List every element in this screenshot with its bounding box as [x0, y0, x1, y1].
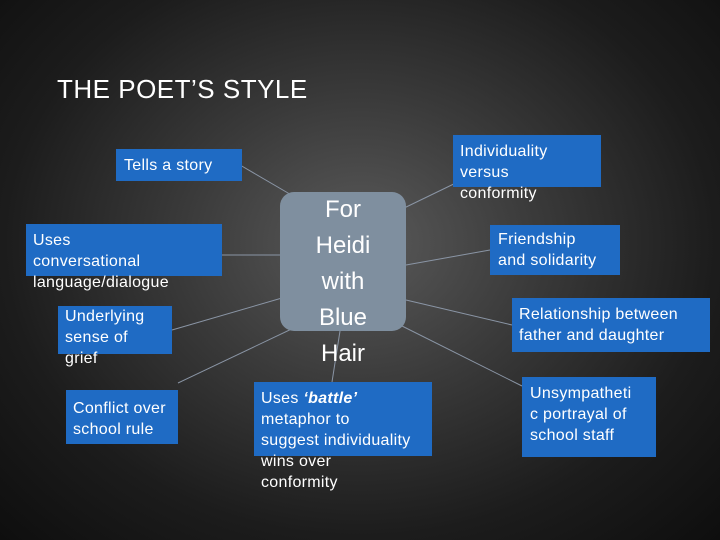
battle-rest: metaphor to suggest individuality wins o… [261, 411, 411, 491]
connector-conflict [177, 324, 301, 384]
node-friendship: Friendship and solidarity [490, 225, 620, 275]
connector-staff [399, 324, 523, 387]
node-relationship: Relationship between father and daughter [512, 298, 710, 352]
center-node-text: For Heidi with Blue Hair [315, 196, 371, 367]
node-conflict: Conflict over school rule [66, 390, 178, 444]
battle-word: ‘battle’ [303, 390, 358, 407]
slide-title: THE POET’S STYLE [57, 74, 308, 104]
connector-grief [171, 297, 283, 331]
battle-prefix: Uses [261, 390, 304, 407]
node-grief: Underlying sense of grief [58, 306, 172, 367]
center-node [280, 192, 406, 331]
connector-individuality [399, 179, 463, 211]
node-individuality: Individuality versus conformity [453, 135, 601, 202]
connector-battle [331, 330, 341, 383]
node-battle: Uses ‘battle’ metaphor to suggest indivi… [254, 382, 432, 491]
node-tells-story: Tells a story [116, 149, 242, 181]
node-staff: Unsympatheti c portrayal of school staff [522, 377, 656, 457]
node-conversational: Uses conversational language/dialogue [26, 224, 222, 291]
connector-relationship [405, 299, 513, 326]
connector-friendship [405, 249, 491, 266]
